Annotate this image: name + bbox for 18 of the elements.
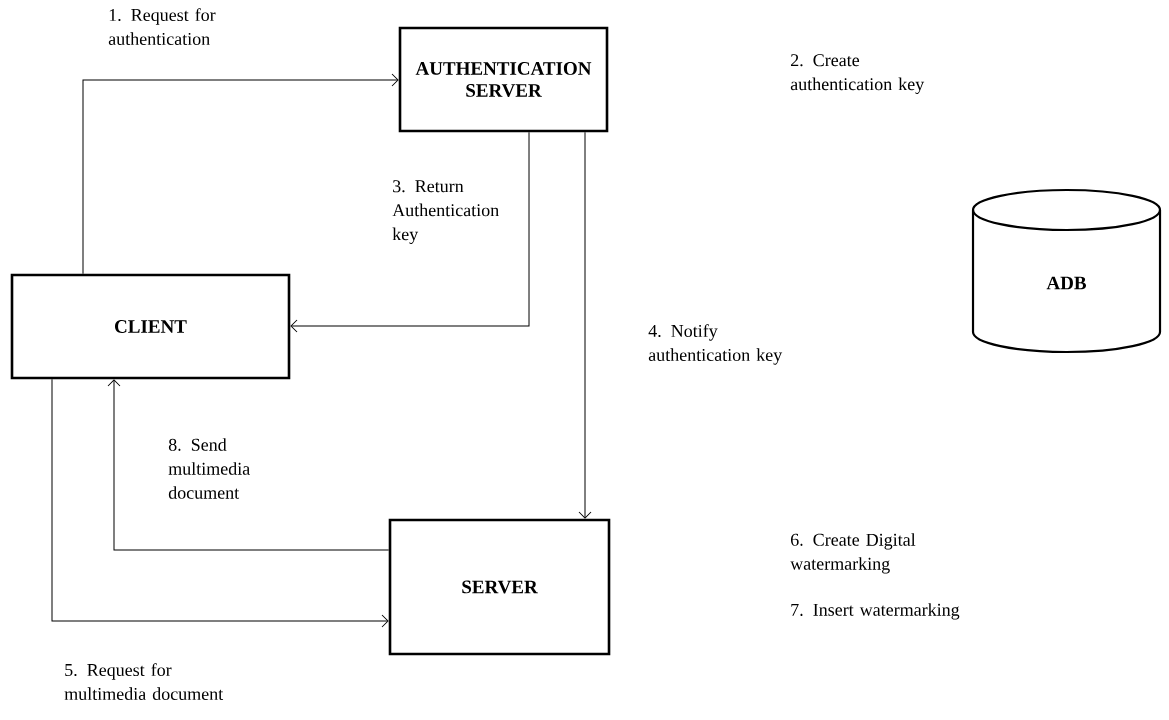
arrow bbox=[290, 131, 530, 333]
edge-label: 5. Request for multimedia document bbox=[64, 663, 224, 701]
database-cylinder: ADB bbox=[971, 188, 1162, 354]
edge-label: 8. Send multimedia document bbox=[168, 438, 250, 499]
arrow bbox=[51, 378, 389, 628]
process-box: SERVER bbox=[388, 518, 611, 656]
step-note: 2. Create authentication key bbox=[790, 54, 925, 94]
edge-label: 3. Return Authentication key bbox=[392, 180, 499, 244]
arrow bbox=[578, 131, 592, 519]
step-note: 6. Create Digital watermarking bbox=[790, 533, 916, 574]
node-label: ADB bbox=[1046, 276, 1087, 290]
step-note: 7. Insert watermarking bbox=[791, 603, 960, 620]
arrow bbox=[82, 73, 399, 275]
edge-label: 1. Request for authentication bbox=[108, 8, 216, 46]
process-box: AUTHENTICATION SERVER bbox=[398, 26, 609, 133]
edge-label: 4. Notify authentication key bbox=[648, 324, 783, 365]
process-box: CLIENT bbox=[10, 273, 291, 380]
arrow bbox=[107, 379, 390, 551]
